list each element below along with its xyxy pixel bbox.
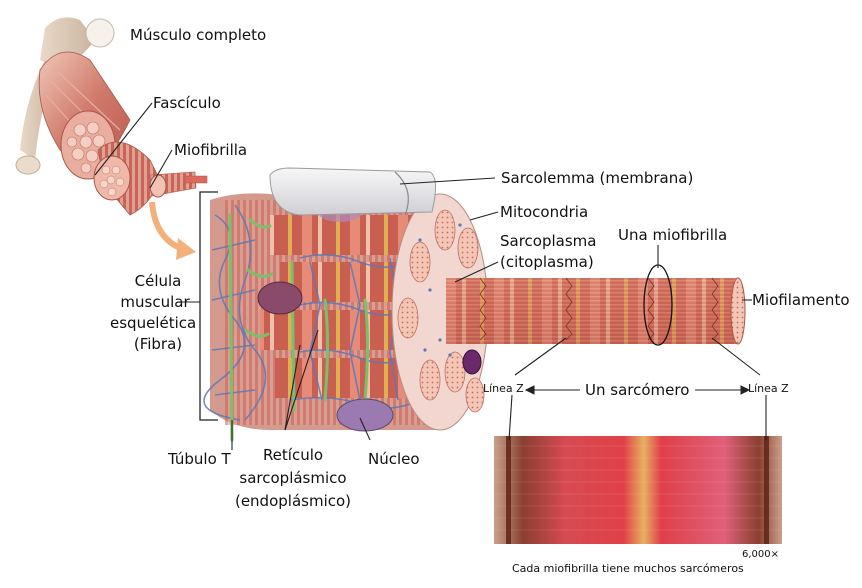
label-z-line-left: Línea Z <box>483 382 524 395</box>
label-muscle-cell-line4: (Fibra) <box>133 335 183 353</box>
label-sr-line3: (endoplásmico) <box>234 492 352 510</box>
sarcomere-arrow <box>524 385 751 395</box>
label-muscle-cell-line2: muscular <box>120 293 190 311</box>
label-mitochondria: Mitocondria <box>500 203 589 221</box>
label-sr-line1: Retículo <box>262 446 324 464</box>
label-muscle-cell-line1: Célula <box>134 272 182 290</box>
label-sarcoplasm-line1: Sarcoplasma <box>500 232 597 250</box>
label-myofibril: Miofibrilla <box>174 141 248 159</box>
label-sarcolemma: Sarcolemma (membrana) <box>501 169 694 187</box>
label-nucleus: Núcleo <box>368 450 420 468</box>
leader-lines <box>94 102 767 450</box>
caption: Cada miofibrilla tiene muchos sarcómeros <box>512 562 744 575</box>
label-magnification: 6,000× <box>742 549 780 560</box>
label-sarcoplasm-line2: (citoplasma) <box>500 253 594 271</box>
label-z-line-right: Línea Z <box>748 382 789 395</box>
label-myofilament: Miofilamento <box>752 291 850 309</box>
whole-muscle-illustration <box>15 17 208 260</box>
label-sr-line2: sarcoplásmico <box>239 469 347 487</box>
label-whole-muscle: Músculo completo <box>130 26 267 44</box>
sarcomere-micrograph <box>494 436 782 544</box>
myofibril-illustration <box>446 264 746 346</box>
label-single-myofibril: Una miofibrilla <box>618 226 728 244</box>
label-sarcomere: Un sarcómero <box>585 381 690 399</box>
label-fascicle: Fascículo <box>153 94 221 112</box>
muscle-fiber-illustration <box>180 167 489 442</box>
label-muscle-cell-line3: esquelética <box>110 314 197 332</box>
label-t-tubule: Túbulo T <box>168 450 231 468</box>
